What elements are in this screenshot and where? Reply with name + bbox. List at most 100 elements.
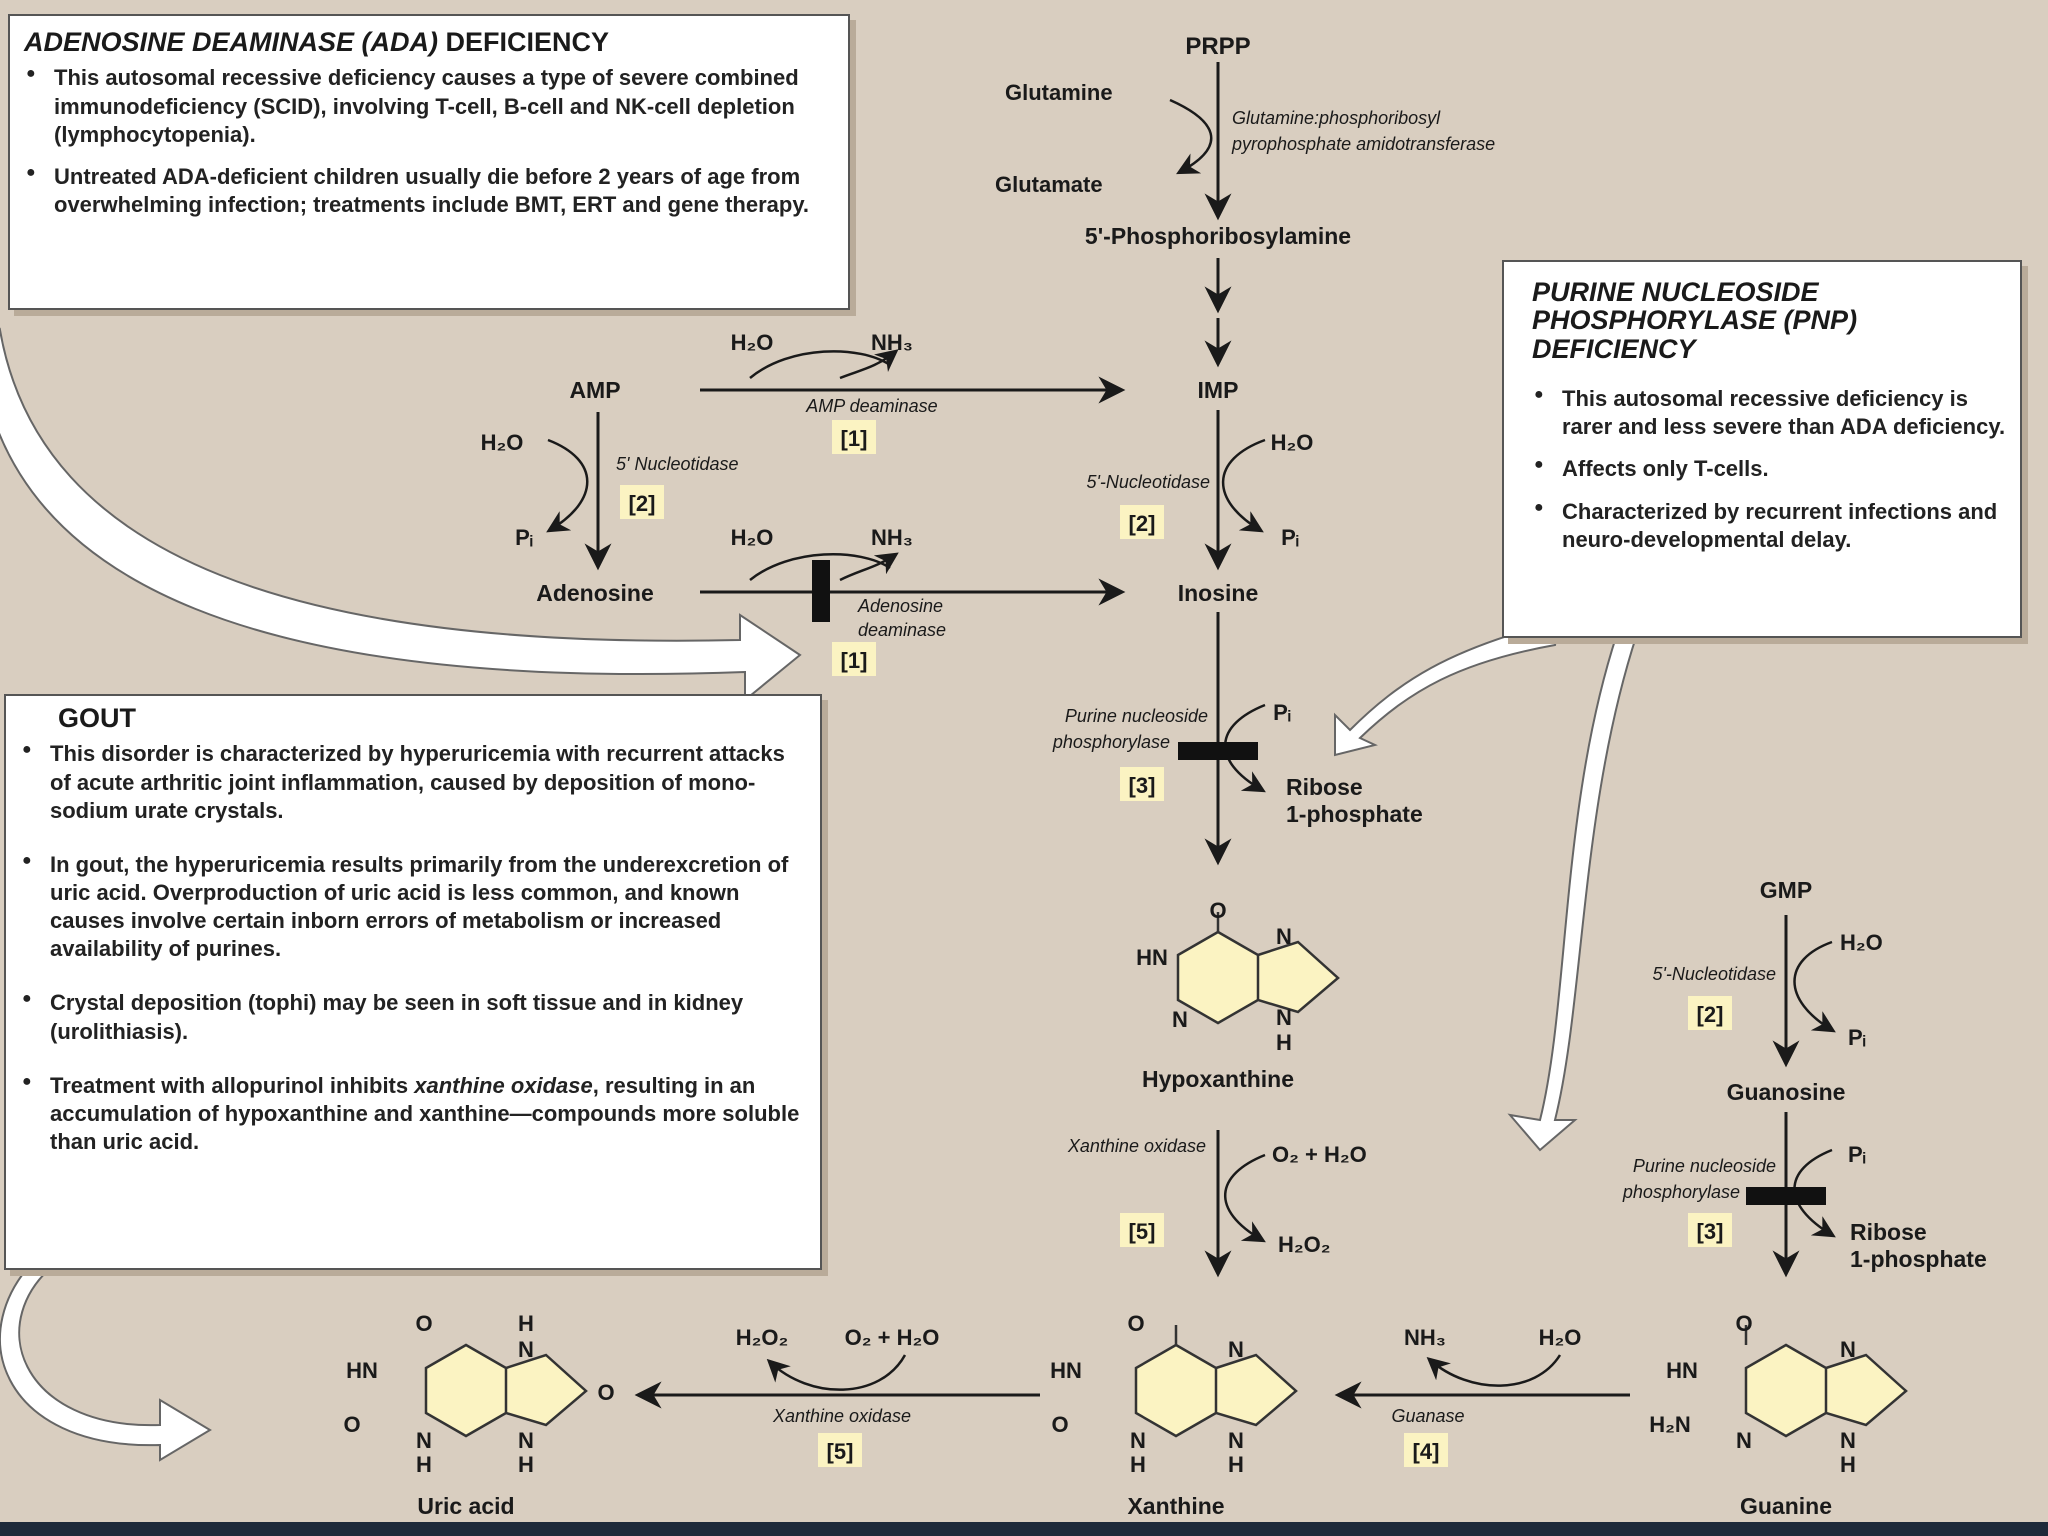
svg-text:H: H (1840, 1452, 1856, 1477)
svg-text:[2]: [2] (1129, 511, 1156, 536)
amp-h2o-label: H₂O (731, 330, 774, 355)
gout-box: GOUT This disorder is characterized by h… (4, 694, 822, 1270)
amidotransferase-label-1: Glutamine:phosphoribosyl (1232, 108, 1441, 128)
gout-box-bullets: This disorder is characterized by hyperu… (20, 740, 806, 1156)
upper-o2-h2o-label: O₂ + H₂O (1272, 1142, 1367, 1167)
svg-text:N: N (1736, 1428, 1752, 1453)
svg-text:O: O (1209, 898, 1226, 923)
ribose-label-inosine-1: Ribose (1286, 774, 1363, 800)
svg-text:HN: HN (346, 1358, 378, 1383)
svg-text:H: H (1130, 1452, 1146, 1477)
imp-label: IMP (1198, 377, 1239, 403)
gout-pointer-arrow (0, 1253, 212, 1462)
amidotransferase-label-2: pyrophosphate amidotransferase (1231, 134, 1495, 154)
svg-text:N: N (416, 1428, 432, 1453)
svg-text:[1]: [1] (841, 648, 868, 673)
svg-text:[3]: [3] (1697, 1219, 1724, 1244)
pnp-bullet: This autosomal recessive deficiency is r… (1532, 385, 2006, 441)
pnp-block-bar-guanosine (1746, 1187, 1826, 1205)
gmp-pi-label: Pᵢ (1848, 1025, 1866, 1050)
tag-pnp-guanosine: [3] (1688, 1213, 1732, 1247)
svg-text:N: N (1228, 1428, 1244, 1453)
pnp-label-inosine-2: phosphorylase (1052, 732, 1170, 752)
svg-text:O: O (597, 1380, 614, 1405)
lower-o2-h2o-label: O₂ + H₂O (845, 1325, 940, 1350)
amp-branch-h2o-label: H₂O (481, 430, 524, 455)
ribose-label-inosine-2: 1-phosphate (1286, 801, 1423, 827)
svg-text:N: N (1276, 1005, 1292, 1030)
ada-enzyme-label-2: deaminase (858, 620, 946, 640)
svg-text:HN: HN (1666, 1358, 1698, 1383)
svg-text:N: N (1840, 1428, 1856, 1453)
guanase-h2o-label: H₂O (1539, 1325, 1582, 1350)
ada-box-title: ADENOSINE DEAMINASE (ADA) DEFICIENCY (24, 27, 610, 57)
guanine-structure: O HN H₂N N N N H (1649, 1311, 1908, 1477)
pnp-guanosine-pointer-arrow (1507, 624, 1642, 1152)
nucleotidase-gmp-label: 5'-Nucleotidase (1652, 964, 1776, 984)
pnp-bullet: Characterized by recurrent infections an… (1532, 498, 2006, 554)
ada-bullet: Untreated ADA-deficient children usually… (24, 163, 834, 219)
nucleotidase-amp-label: 5' Nucleotidase (616, 454, 739, 474)
pnp-box-title: PURINE NUCLEOSIDE PHOSPHORYLASE (PNP) DE… (1532, 277, 1858, 364)
svg-text:[5]: [5] (1129, 1219, 1156, 1244)
bottom-strip (0, 1522, 2048, 1536)
gout-bullet: Crystal deposition (tophi) may be seen i… (20, 989, 806, 1045)
svg-text:O: O (1051, 1412, 1068, 1437)
svg-text:H: H (1276, 1030, 1292, 1055)
pnp-label-guanosine-2: phosphorylase (1622, 1182, 1740, 1202)
guanase-label: Guanase (1391, 1406, 1464, 1426)
ada-bullet: This autosomal recessive deficiency caus… (24, 64, 834, 148)
pnp-bullet: Affects only T-cells. (1532, 455, 2006, 483)
imp-branch-h2o-label: H₂O (1271, 430, 1314, 455)
tag-ada: [1] (832, 642, 876, 676)
svg-text:H: H (416, 1452, 432, 1477)
guanosine-label: Guanosine (1727, 1079, 1846, 1105)
ribose-label-guanosine-2: 1-phosphate (1850, 1246, 1987, 1272)
gout-bullet: This disorder is characterized by hyperu… (20, 740, 806, 824)
ada-block-bar (812, 560, 830, 622)
amp-branch-pi-label: Pᵢ (515, 525, 533, 550)
xanthine-oxidase-label-lower: Xanthine oxidase (772, 1406, 911, 1426)
svg-text:O: O (415, 1311, 432, 1336)
adenosine-h2o-label: H₂O (731, 525, 774, 550)
svg-text:H: H (1228, 1452, 1244, 1477)
uric-acid-structure: O HN O N H H N N H O (343, 1311, 614, 1477)
pnp-deficiency-box: PURINE NUCLEOSIDE PHOSPHORYLASE (PNP) DE… (1502, 260, 2022, 638)
guanosine-pi-label: Pᵢ (1848, 1142, 1866, 1167)
pnp-pointer-arrow (1334, 621, 1601, 757)
upper-h2o2-label: H₂O₂ (1278, 1232, 1331, 1257)
adenosine-label: Adenosine (536, 580, 654, 606)
hypoxanthine-structure: O HN N N N H (1136, 898, 1340, 1055)
svg-text:N: N (1130, 1428, 1146, 1453)
gout-box-title: GOUT (58, 703, 136, 733)
gmp-label: GMP (1760, 877, 1812, 903)
svg-text:H: H (518, 1452, 534, 1477)
ribose-label-guanosine-1: Ribose (1850, 1219, 1927, 1245)
svg-text:O: O (1735, 1311, 1752, 1336)
svg-text:HN: HN (1050, 1358, 1082, 1383)
uric-acid-label: Uric acid (417, 1493, 514, 1519)
ada-enzyme-label-1: Adenosine (857, 596, 943, 616)
svg-text:H: H (518, 1311, 534, 1336)
tag-guanase: [4] (1404, 1433, 1448, 1467)
gout-bullet: In gout, the hyperuricemia results prima… (20, 851, 806, 964)
svg-text:O: O (1127, 1311, 1144, 1336)
prpa-label: 5'-Phosphoribosylamine (1085, 223, 1351, 249)
tag-xanthine-oxidase-lower: [5] (818, 1433, 862, 1467)
svg-text:[4]: [4] (1413, 1439, 1440, 1464)
svg-text:N: N (1172, 1007, 1188, 1032)
svg-text:N: N (518, 1428, 534, 1453)
svg-text:[2]: [2] (1697, 1002, 1724, 1027)
glutamate-label: Glutamate (995, 172, 1103, 197)
xanthine-label: Xanthine (1127, 1493, 1224, 1519)
lower-h2o2-label: H₂O₂ (736, 1325, 789, 1350)
tag-amp-deaminase: [1] (832, 420, 876, 454)
glutamine-label: Glutamine (1005, 80, 1113, 105)
inosine-label: Inosine (1178, 580, 1259, 606)
ada-deficiency-box: ADENOSINE DEAMINASE (ADA) DEFICIENCY Thi… (8, 14, 850, 310)
svg-text:N: N (518, 1337, 534, 1362)
svg-text:[5]: [5] (827, 1439, 854, 1464)
pnp-box-bullets: This autosomal recessive deficiency is r… (1532, 385, 2006, 554)
